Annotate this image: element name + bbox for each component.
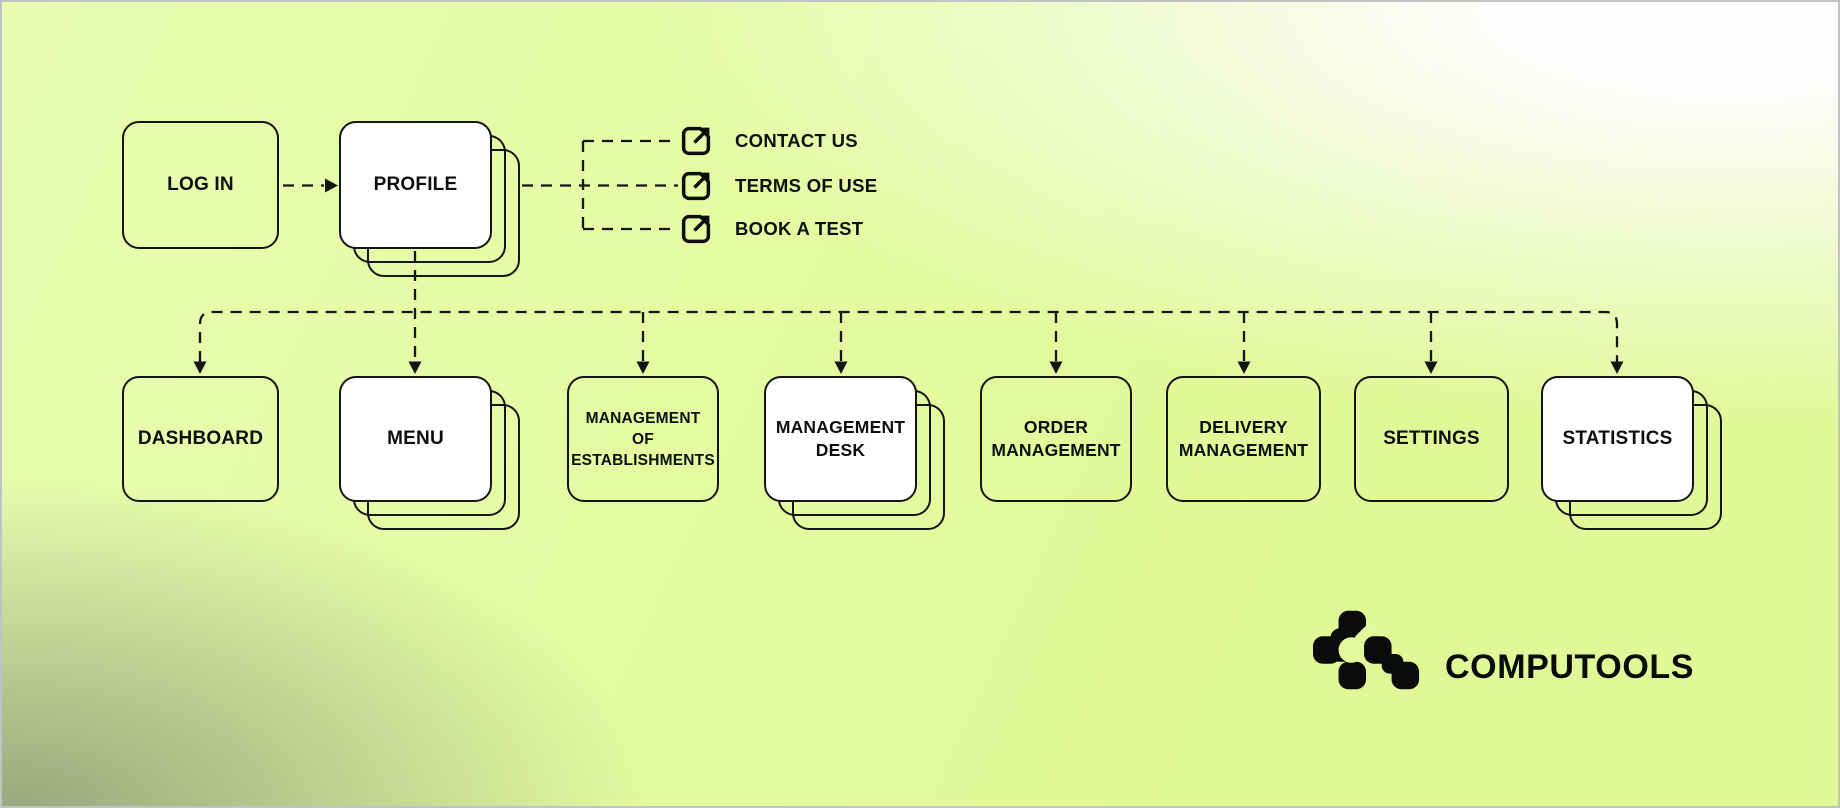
external-link-icon [681, 214, 711, 244]
node-management-of-establishments: MANAGEMENT OF ESTABLISHMENTS [567, 376, 719, 502]
external-link-label: TERMS OF USE [735, 175, 878, 196]
node-label-line: MANAGEMENT [585, 409, 701, 427]
node-label: MENU [387, 428, 444, 449]
node-label: DASHBOARD [137, 428, 264, 449]
node-log-in: LOG IN [122, 121, 279, 249]
node-label-line: MANAGEMENT [1178, 440, 1309, 460]
external-link-terms-of-use[interactable]: TERMS OF USE [679, 169, 877, 203]
external-link-icon [681, 171, 711, 201]
external-link-label: BOOK A TEST [735, 218, 864, 239]
node-label-line: DELIVERY [1199, 417, 1288, 437]
node-label: PROFILE [373, 174, 458, 195]
external-link-label: CONTACT US [735, 130, 858, 151]
node-statistics: STATISTICS [1541, 376, 1694, 502]
node-label-line: ORDER [1023, 417, 1089, 437]
computools-logo-icon [1313, 610, 1420, 690]
node-label-line: OF [632, 430, 654, 448]
node-label: SETTINGS [1383, 428, 1480, 449]
external-link-contact-us[interactable]: CONTACT US [679, 124, 858, 158]
external-link-book-a-test[interactable]: BOOK A TEST [679, 212, 863, 246]
node-menu: MENU [339, 376, 492, 502]
node-label-line: MANAGEMENT [991, 440, 1121, 460]
node-label-line: ESTABLISHMENTS [571, 451, 715, 469]
computools-logo: COMPUTOOLS [1313, 610, 1694, 692]
computools-wordmark: COMPUTOOLS [1445, 648, 1695, 686]
node-delivery-management: DELIVERY MANAGEMENT [1166, 376, 1321, 502]
node-label: LOG IN [167, 174, 234, 195]
node-label-line: MANAGEMENT [775, 417, 906, 437]
arrowhead-icons [193, 178, 1624, 374]
node-settings: SETTINGS [1354, 376, 1509, 502]
node-dashboard: DASHBOARD [122, 376, 279, 502]
node-label-line: DESK [815, 440, 866, 460]
node-label: STATISTICS [1562, 428, 1673, 449]
node-profile: PROFILE [339, 121, 492, 249]
node-order-management: ORDER MANAGEMENT [980, 376, 1132, 502]
node-management-desk: MANAGEMENT DESK [764, 376, 917, 502]
external-link-icon [681, 126, 711, 156]
